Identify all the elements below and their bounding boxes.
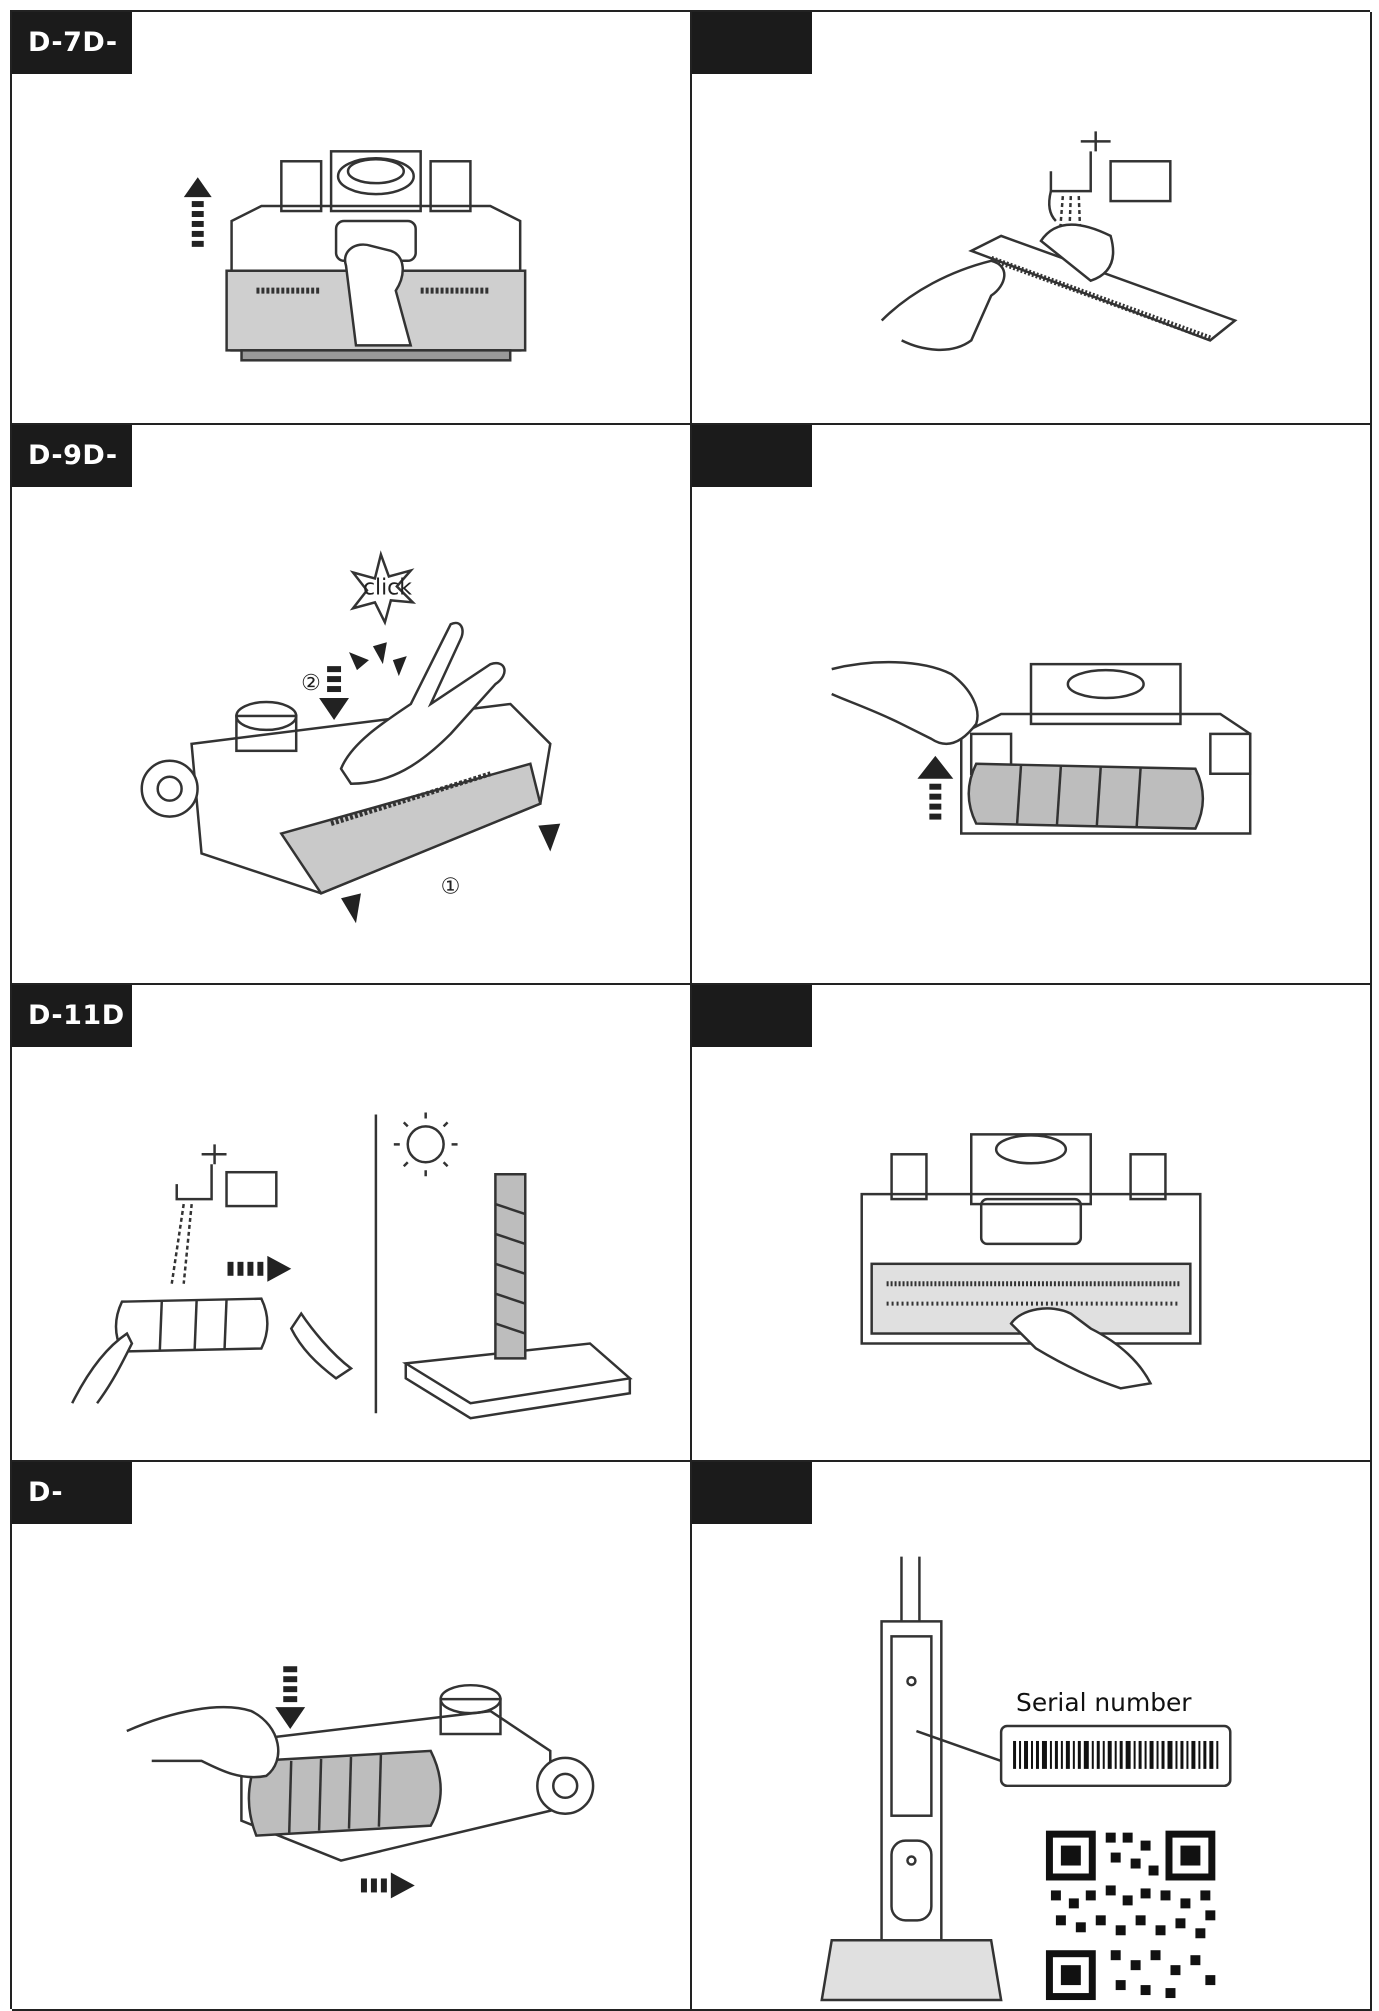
step-panel-1: D-7D-	[12, 12, 692, 425]
step-panel-6	[692, 985, 1372, 1462]
wash-and-dry-roller-illustration	[71, 1112, 633, 1420]
instruction-grid: D-7D-	[10, 10, 1372, 2011]
step-marker-2: ②	[301, 671, 321, 696]
step-panel-4	[692, 425, 1372, 985]
step-label-8	[692, 1462, 812, 1524]
barcode	[1013, 1740, 1219, 1769]
serial-number-location-illustration: Serial number	[820, 1556, 1232, 2002]
step-label-6	[692, 985, 812, 1047]
step-label-7: D-13E-	[12, 1462, 132, 1570]
lift-tray-illustration	[183, 150, 527, 362]
reattach-tray-illustration: click ② ①	[140, 550, 561, 924]
qr-code	[1045, 1830, 1216, 2001]
step-label-5: D-11D	[12, 985, 132, 1047]
click-label: click	[363, 575, 412, 600]
step-label-2	[692, 12, 812, 74]
wipe-roller-chamber-illustration	[860, 1133, 1202, 1390]
step-marker-1: ①	[441, 874, 461, 899]
step-panel-7: D-13E-	[12, 1462, 692, 2011]
remove-roller-illustration	[831, 660, 1252, 835]
rinse-tray-illustration	[880, 131, 1238, 352]
install-roller-illustration	[126, 1666, 595, 1899]
serial-number-label: Serial number	[1016, 1688, 1192, 1717]
step-panel-2	[692, 12, 1372, 425]
step-panel-8: Serial number	[692, 1462, 1372, 2011]
step-label-4	[692, 425, 812, 487]
step-panel-3: D-9D-	[12, 425, 692, 985]
step-label-3: D-9D-	[12, 425, 132, 487]
step-label-1: D-7D-	[12, 12, 132, 74]
step-panel-5: D-11D	[12, 985, 692, 1462]
